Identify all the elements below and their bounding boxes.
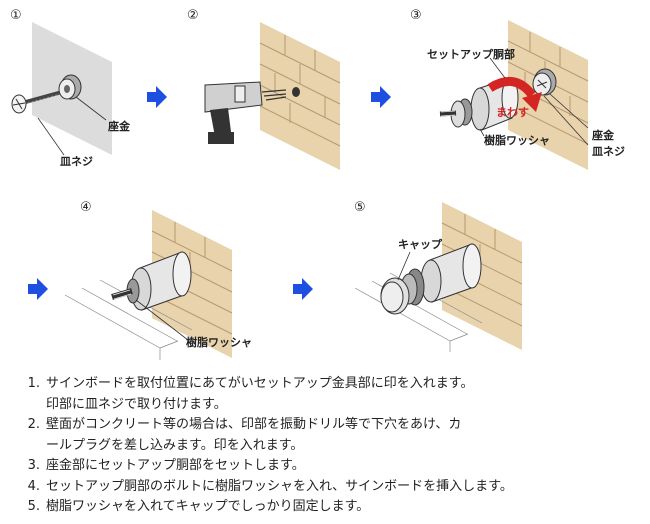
label-mawasu: まわす	[496, 104, 529, 120]
label-zagane: 座金	[108, 118, 130, 134]
next-step-arrow-icon	[371, 86, 391, 108]
label-zagane-3: 座金	[592, 127, 614, 143]
label-sara-neji-3: 皿ネジ	[592, 143, 625, 159]
instruction-number: 3.	[6, 456, 46, 477]
instruction-item: 4. セットアップ胴部のボルトに樹脂ワッシャを入れ、サインボードを挿入します。	[6, 477, 646, 498]
instruction-number: 5.	[6, 497, 46, 518]
instruction-number: 1.	[6, 374, 46, 395]
instruction-list: 1. サインボードを取付位置にあてがいセットアップ金具部に印を入れます。 . 印…	[6, 374, 646, 518]
next-step-arrow-icon	[28, 278, 48, 300]
label-jushi-washer-3: 樹脂ワッシャ	[484, 132, 550, 148]
instruction-number: 2.	[6, 415, 46, 436]
instruction-item: 5. 樹脂ワッシャを入れてキャップでしっかり固定します。	[6, 497, 646, 518]
instruction-item-continued: . ールプラグを差し込みます。印を入れます。	[6, 436, 646, 457]
label-setup-dobu: セットアップ胴部	[427, 46, 515, 62]
label-sara-neji: 皿ネジ	[60, 153, 93, 169]
cap-icon	[381, 278, 409, 314]
label-jushi-washer-4: 樹脂ワッシャ	[186, 334, 252, 350]
instruction-text: 壁面がコンクリート等の場合は、印部を振動ドリル等で下穴をあけ、カ	[46, 415, 461, 436]
instruction-text: ールプラグを差し込みます。印を入れます。	[46, 436, 303, 457]
step4-illustration	[60, 200, 290, 360]
instruction-item-continued: . 印部に皿ネジで取り付けます。	[6, 395, 646, 416]
instruction-text: 印部に皿ネジで取り付けます。	[46, 395, 227, 416]
instruction-text: 樹脂ワッシャを入れてキャップでしっかり固定します。	[46, 497, 369, 518]
instruction-text: サインボードを取付位置にあてがいセットアップ金具部に印を入れます。	[46, 374, 473, 395]
instruction-item: 2. 壁面がコンクリート等の場合は、印部を振動ドリル等で下穴をあけ、カ	[6, 415, 646, 436]
instruction-number: 4.	[6, 477, 46, 498]
next-step-arrow-icon	[293, 278, 313, 300]
step2-illustration	[190, 0, 370, 180]
instruction-item: 3. 座金部にセットアップ胴部をセットします。	[6, 456, 646, 477]
instruction-text: セットアップ胴部のボルトに樹脂ワッシャを入れ、サインボードを挿入します。	[46, 477, 513, 498]
label-cap: キャップ	[398, 236, 442, 252]
installation-diagram: ① ② ③ ④ ⑤ 座金 皿ネジ	[0, 0, 650, 360]
instruction-text: 座金部にセットアップ胴部をセットします。	[46, 456, 305, 477]
instruction-item: 1. サインボードを取付位置にあてがいセットアップ金具部に印を入れます。	[6, 374, 646, 395]
step5-illustration	[350, 200, 550, 360]
